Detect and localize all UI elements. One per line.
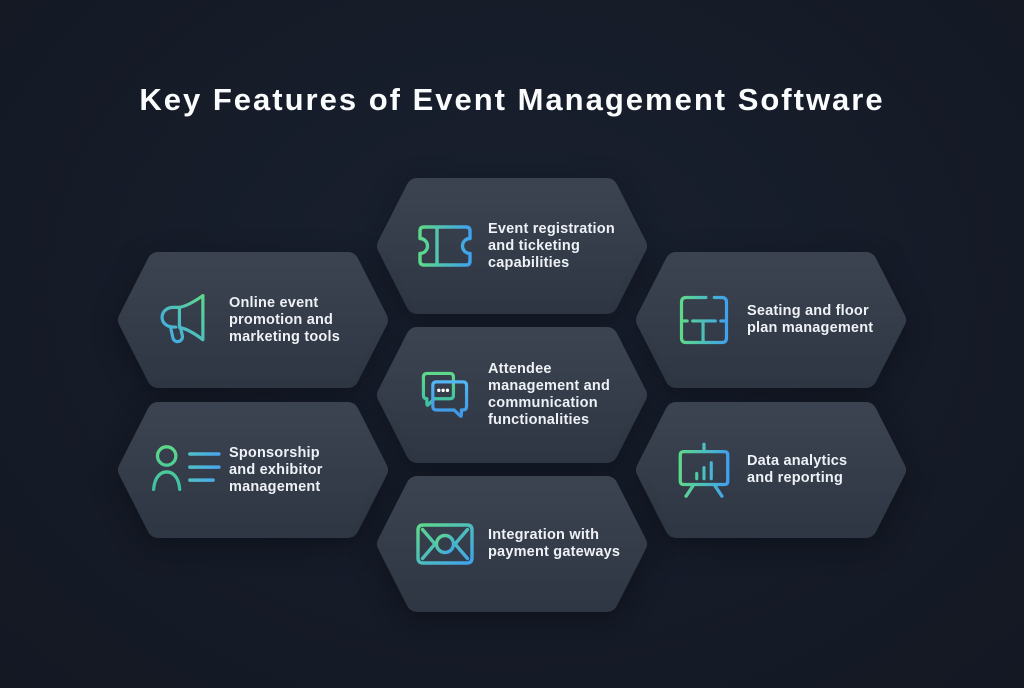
page-title: Key Features of Event Management Softwar… <box>139 82 885 117</box>
feature-label: Seating and floor plan management <box>747 303 874 336</box>
banknote-icon <box>416 523 474 565</box>
chat-bubbles-icon <box>421 371 469 418</box>
feature-label: Attendee management and communication fu… <box>488 361 611 428</box>
hexagon-shape <box>118 252 388 388</box>
hexagon-shape <box>377 476 647 612</box>
feature-card-sponsorship: Sponsorship and exhibitor management <box>113 402 393 538</box>
feature-card-online-promotion: Online event promotion and marketing too… <box>113 252 393 388</box>
hexagon-shape <box>636 402 906 538</box>
megaphone-icon <box>160 294 205 344</box>
feature-card-payment-gateways: Integration with payment gateways <box>372 476 652 612</box>
person-list-icon <box>151 445 221 491</box>
feature-card-data-analytics: Data analytics and reporting <box>631 402 911 538</box>
typing-dots <box>437 388 450 392</box>
feature-label: Data analytics and reporting <box>747 453 848 486</box>
feature-label: Online event promotion and marketing too… <box>229 294 340 345</box>
feature-label: Event registration and ticketing capabil… <box>488 220 615 271</box>
hexagon-shape <box>377 327 647 463</box>
hexagon-shape <box>636 252 906 388</box>
feature-card-seating-floor-plan: Seating and floor plan management <box>631 252 911 388</box>
feature-label: Integration with payment gateways <box>488 527 621 560</box>
feature-card-event-registration: Event registration and ticketing capabil… <box>372 178 652 314</box>
hexagon-shape <box>118 402 388 538</box>
feature-card-attendee-management: Attendee management and communication fu… <box>372 327 652 463</box>
floor-plan-icon <box>679 295 729 345</box>
ticket-icon <box>418 225 472 267</box>
analytics-board-icon <box>678 442 730 498</box>
feature-label: Sponsorship and exhibitor management <box>229 444 323 495</box>
hexagon-shape <box>377 178 647 314</box>
